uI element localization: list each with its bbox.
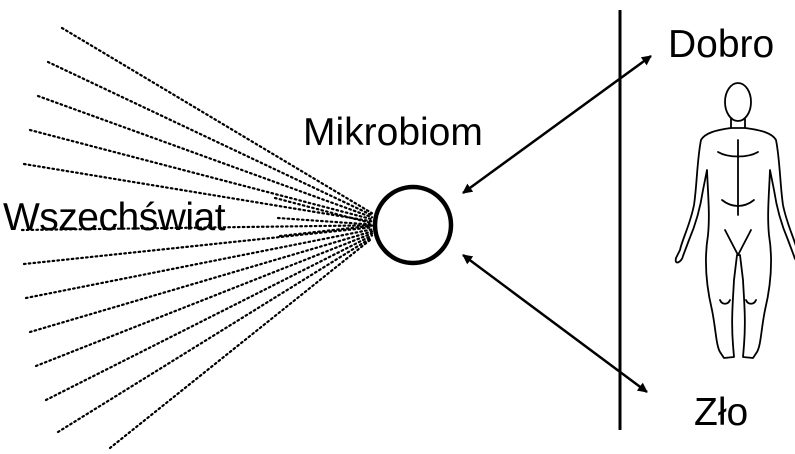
dotted-ray — [28, 230, 374, 334]
bad-label: Zło — [694, 391, 749, 434]
dotted-ray — [34, 232, 374, 368]
good-label: Dobro — [668, 23, 775, 66]
dotted-ray — [276, 216, 374, 226]
universe-label: Wszechświat — [3, 196, 226, 239]
dotted-ray — [108, 237, 374, 450]
dotted-ray — [20, 224, 374, 232]
dotted-rays-icon — [20, 26, 374, 450]
dotted-ray — [56, 236, 374, 434]
arrow-good — [462, 54, 652, 195]
dotted-ray — [278, 224, 374, 238]
circle-icon — [372, 184, 454, 266]
dotted-ray — [22, 162, 374, 223]
dotted-ray — [36, 94, 374, 219]
dotted-ray — [22, 226, 374, 266]
dotted-ray — [28, 128, 374, 221]
dotted-ray — [60, 26, 374, 215]
microbiome-label: Mikrobiom — [303, 111, 483, 154]
dotted-ray — [46, 60, 374, 217]
dotted-ray — [273, 196, 374, 225]
arrow-bad — [462, 253, 648, 394]
dotted-ray — [44, 234, 374, 402]
human-body-icon — [674, 82, 795, 359]
dotted-ray — [24, 228, 374, 300]
